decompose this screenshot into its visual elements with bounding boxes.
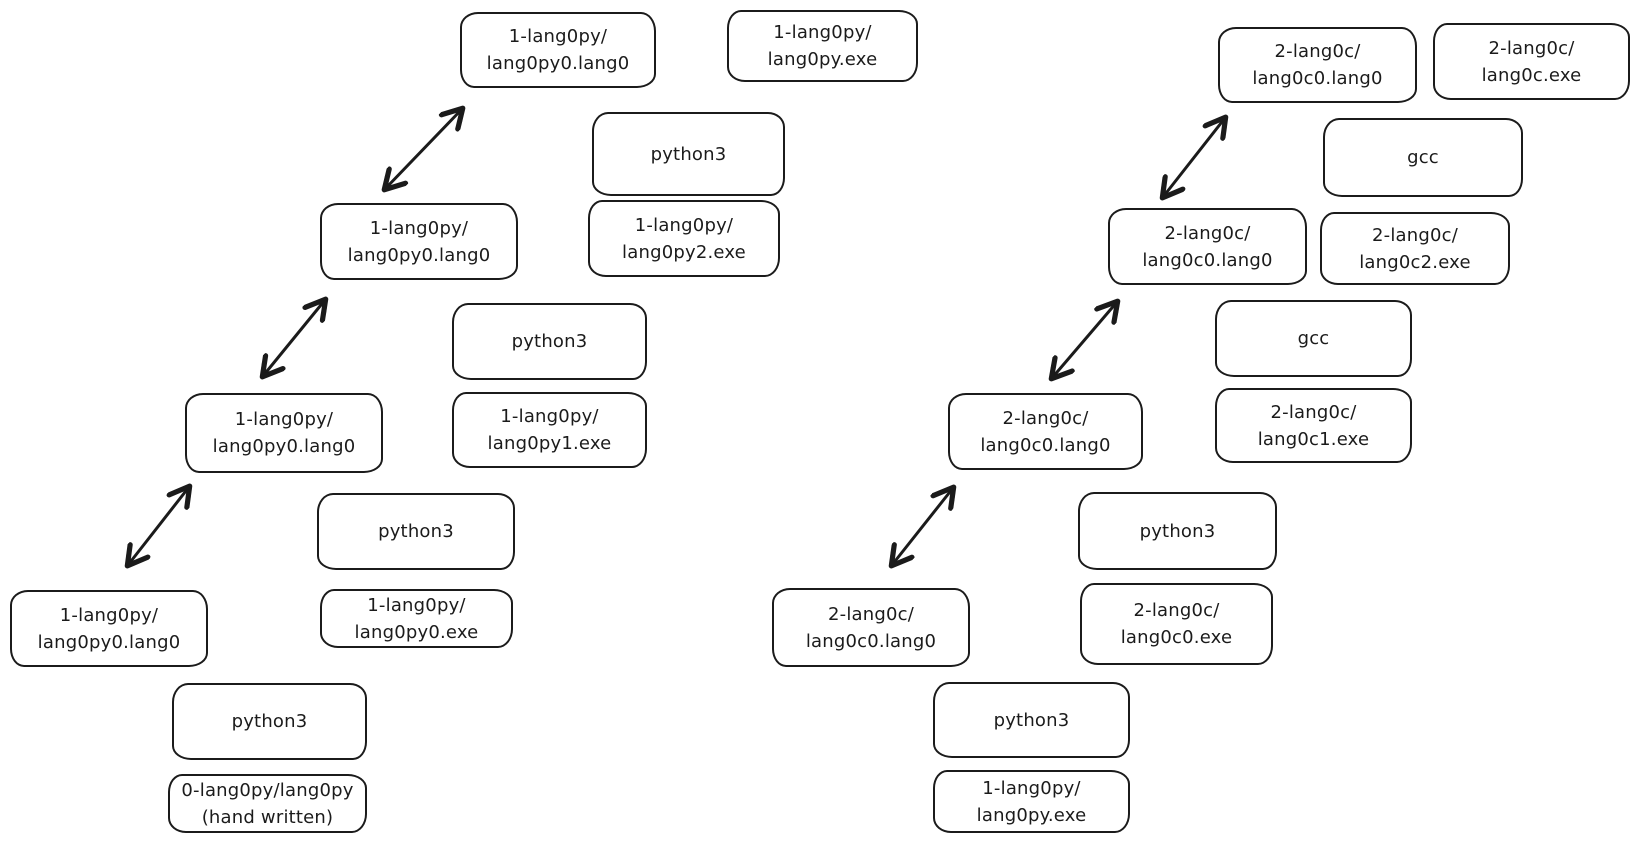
node-lang0py0-lang0-step3: 1-lang0py/ lang0py0.lang0	[320, 203, 518, 280]
bidirectional-arrow-right-2	[1052, 302, 1117, 378]
node-lang0py-exe: 1-lang0py/ lang0py.exe	[727, 10, 918, 82]
node-lang0py1-exe: 1-lang0py/ lang0py1.exe	[452, 392, 647, 468]
node-lang0c-exe: 2-lang0c/ lang0c.exe	[1433, 23, 1630, 100]
node-python3-c-step1: python3	[933, 682, 1130, 758]
bidirectional-arrow-right-1	[892, 488, 953, 565]
node-lang0py2-exe: 1-lang0py/ lang0py2.exe	[588, 200, 780, 277]
node-gcc-step4: gcc	[1323, 118, 1523, 197]
bidirectional-arrow-left-3	[385, 109, 462, 189]
bidirectional-arrow-left-2	[263, 300, 325, 376]
node-python3-step2: python3	[317, 493, 515, 570]
node-lang0py0-lang0-step2: 1-lang0py/ lang0py0.lang0	[185, 393, 383, 473]
node-lang0py0-lang0-step4: 1-lang0py/ lang0py0.lang0	[460, 12, 656, 88]
node-lang0c0-lang0-step4: 2-lang0c/ lang0c0.lang0	[1218, 27, 1417, 103]
node-lang0c0-lang0-step3: 2-lang0c/ lang0c0.lang0	[1108, 208, 1307, 285]
node-lang0py-hand-written: 0-lang0py/lang0py (hand written)	[168, 774, 367, 833]
node-gcc-step3: gcc	[1215, 300, 1412, 377]
node-python3-c-step2: python3	[1078, 492, 1277, 570]
node-lang0py-exe-input: 1-lang0py/ lang0py.exe	[933, 770, 1130, 833]
node-python3-step3: python3	[452, 303, 647, 380]
bidirectional-arrow-right-3	[1163, 118, 1225, 197]
node-lang0py0-lang0-step1: 1-lang0py/ lang0py0.lang0	[10, 590, 208, 667]
node-lang0c2-exe: 2-lang0c/ lang0c2.exe	[1320, 212, 1510, 285]
node-lang0py0-exe: 1-lang0py/ lang0py0.exe	[320, 589, 513, 648]
node-lang0c0-lang0-step1: 2-lang0c/ lang0c0.lang0	[772, 588, 970, 667]
node-python3-step4: python3	[592, 112, 785, 196]
bidirectional-arrow-left-1	[128, 487, 189, 565]
node-lang0c0-lang0-step2: 2-lang0c/ lang0c0.lang0	[948, 393, 1143, 470]
node-lang0c0-exe: 2-lang0c/ lang0c0.exe	[1080, 583, 1273, 665]
node-lang0c1-exe: 2-lang0c/ lang0c1.exe	[1215, 388, 1412, 463]
node-python3-step1: python3	[172, 683, 367, 760]
